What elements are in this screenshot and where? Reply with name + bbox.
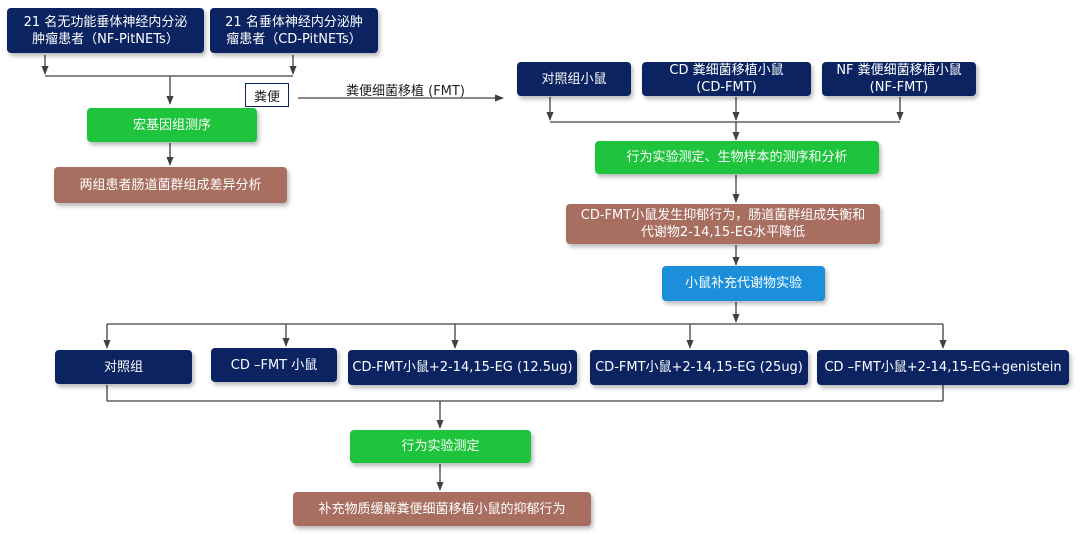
finding-box: CD-FMT小鼠发生抑郁行为，肠道菌群组成失衡和 代谢物2-14,15-EG水平… [566,204,880,244]
eg-low-dose-box: CD-FMT小鼠+2-14,15-EG (12.5ug) [348,350,577,385]
nf-patients-box: 21 名无功能垂体神经内分泌 肿瘤患者（NF-PitNETs） [7,8,204,53]
supplement-experiment-box: 小鼠补充代谢物实验 [662,266,825,301]
cd-fmt-mouse-box: CD –FMT 小鼠 [211,348,337,382]
control-group-box: 对照组 [55,350,192,384]
conclusion-box: 补充物质缓解粪便细菌移植小鼠的抑郁行为 [293,492,591,526]
control-mice-box: 对照组小鼠 [517,62,631,96]
eg-high-dose-box: CD-FMT小鼠+2-14,15-EG (25ug) [590,350,808,385]
feces-label: 粪便 [245,83,289,107]
behavior-sequencing-box: 行为实验测定、生物样本的测序和分析 [595,141,879,174]
nf-fmt-mice-box: NF 粪便细菌移植小鼠 (NF-FMT) [822,62,976,96]
final-behavior-box: 行为实验测定 [350,430,531,463]
cd-fmt-mice-box: CD 粪细菌移植小鼠 (CD-FMT) [642,62,811,96]
eg-genistein-box: CD –FMT小鼠+2-14,15-EG+genistein [817,350,1069,385]
diff-analysis-box: 两组患者肠道菌群组成差异分析 [54,167,287,203]
fmt-label: 粪便细菌移植 (FMT) [346,84,465,99]
metagenome-sequencing-box: 宏基因组测序 [87,108,257,142]
cd-patients-box: 21 名垂体神经内分泌肿 瘤患者（CD-PitNETs） [210,8,378,53]
